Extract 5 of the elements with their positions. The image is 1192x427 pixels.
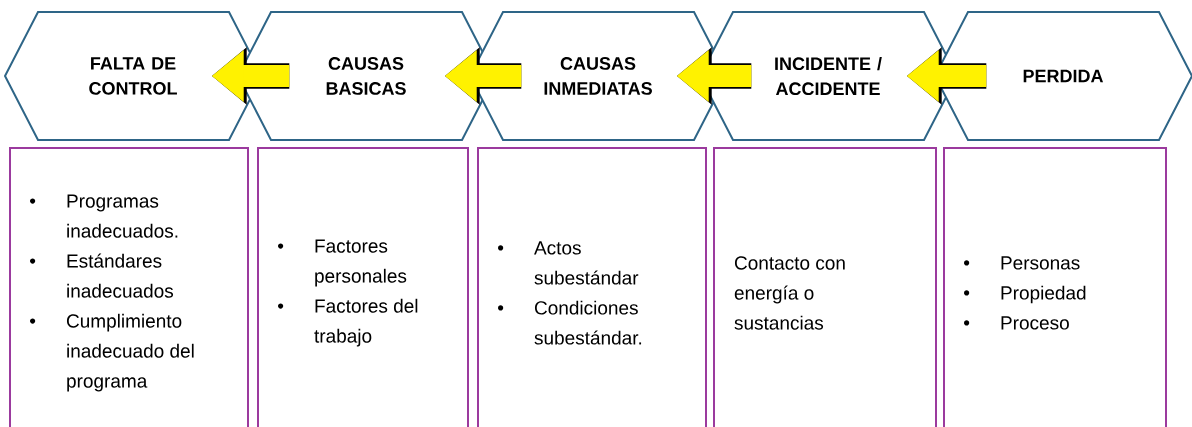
list-box: Actos subestándar Condiciones subestándar. xyxy=(477,147,707,427)
list-box: Contacto con energía o sustancias xyxy=(713,147,937,427)
list-box: Personas Propiedad Proceso xyxy=(943,147,1167,427)
list-box: Programas inadecuados. Estándares inadecuados Cumplimiento inadecuado del programa xyxy=(9,147,249,427)
list-box: Factores personales Factores del trabajo xyxy=(257,147,469,427)
